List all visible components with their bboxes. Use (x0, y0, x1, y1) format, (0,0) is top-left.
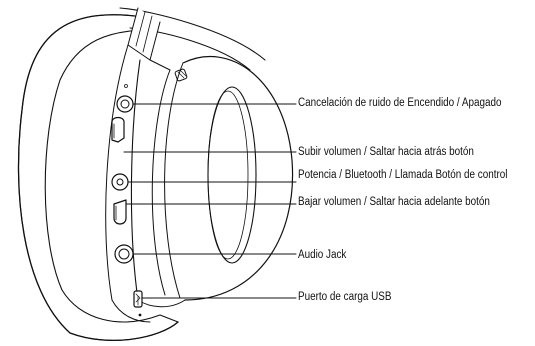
callout-audio-jack-label: Audio Jack (298, 249, 347, 261)
callout-volume-down-label: Bajar volumen / Saltar hacia adelante bo… (298, 196, 490, 208)
volume-down-button-icon[interactable] (113, 199, 127, 225)
callout-noise-cancel-label: Cancelación de ruido de Encendido / Apag… (298, 97, 502, 109)
callout-usb-label: Puerto de carga USB (298, 291, 392, 303)
toggle-switch-icon[interactable] (116, 95, 134, 113)
earcup-shell (105, 7, 294, 323)
audio-jack-icon[interactable] (114, 244, 134, 264)
volume-up-button-icon[interactable] (111, 116, 125, 143)
callout-volume-up-label: Subir volumen / Saltar hacia atrás botón (298, 146, 474, 158)
vent-icon (174, 68, 188, 82)
power-button-icon[interactable] (111, 173, 129, 191)
callout-power-label: Potencia / Bluetooth / Llamada Botón de … (298, 169, 508, 181)
leader-lines (123, 103, 297, 299)
ear-cushion (17, 14, 179, 342)
usb-port-icon[interactable] (133, 290, 143, 308)
